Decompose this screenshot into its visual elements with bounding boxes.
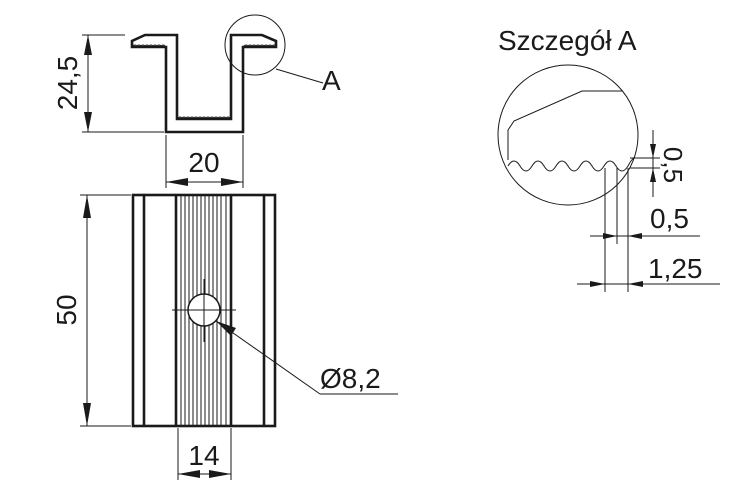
detail-a-label: A	[322, 65, 341, 96]
dim-tooth-width-value: 0,5	[650, 203, 689, 234]
detail-profile	[507, 90, 622, 160]
dim-rib-band: 14	[177, 428, 232, 480]
profile-serrations	[132, 44, 277, 119]
dim-length-value: 50	[51, 294, 82, 325]
detail-a-circle	[224, 14, 286, 76]
dim-tooth-width: 0,5	[590, 203, 700, 239]
dim-rib-band-value: 14	[188, 440, 219, 471]
dim-tooth-pitch-value: 1,25	[648, 253, 703, 284]
dim-width: 20	[165, 135, 244, 188]
detail-a-leader	[275, 68, 324, 84]
detail-serration	[507, 157, 635, 172]
profile-outline	[130, 33, 278, 134]
detail-a-view: Szczegół A 0,5 0,5 1,25	[497, 25, 720, 292]
plan-view: Ø8,2 50 14	[51, 193, 398, 480]
dim-height: 24,5	[52, 34, 164, 133]
dim-width-value: 20	[188, 147, 219, 178]
dim-height-value: 24,5	[52, 56, 83, 111]
dim-length: 50	[51, 194, 131, 427]
plan-outline	[131, 193, 277, 428]
detail-circle	[497, 64, 639, 206]
dim-tooth-depth-value: 0,5	[658, 147, 688, 183]
dim-tooth-depth: 0,5	[630, 130, 688, 197]
detail-title: Szczegół A	[498, 25, 637, 56]
profile-view: A 24,5 20	[52, 14, 341, 188]
dim-tooth-pitch: 1,25	[577, 253, 720, 287]
dim-hole-value: Ø8,2	[320, 363, 381, 394]
